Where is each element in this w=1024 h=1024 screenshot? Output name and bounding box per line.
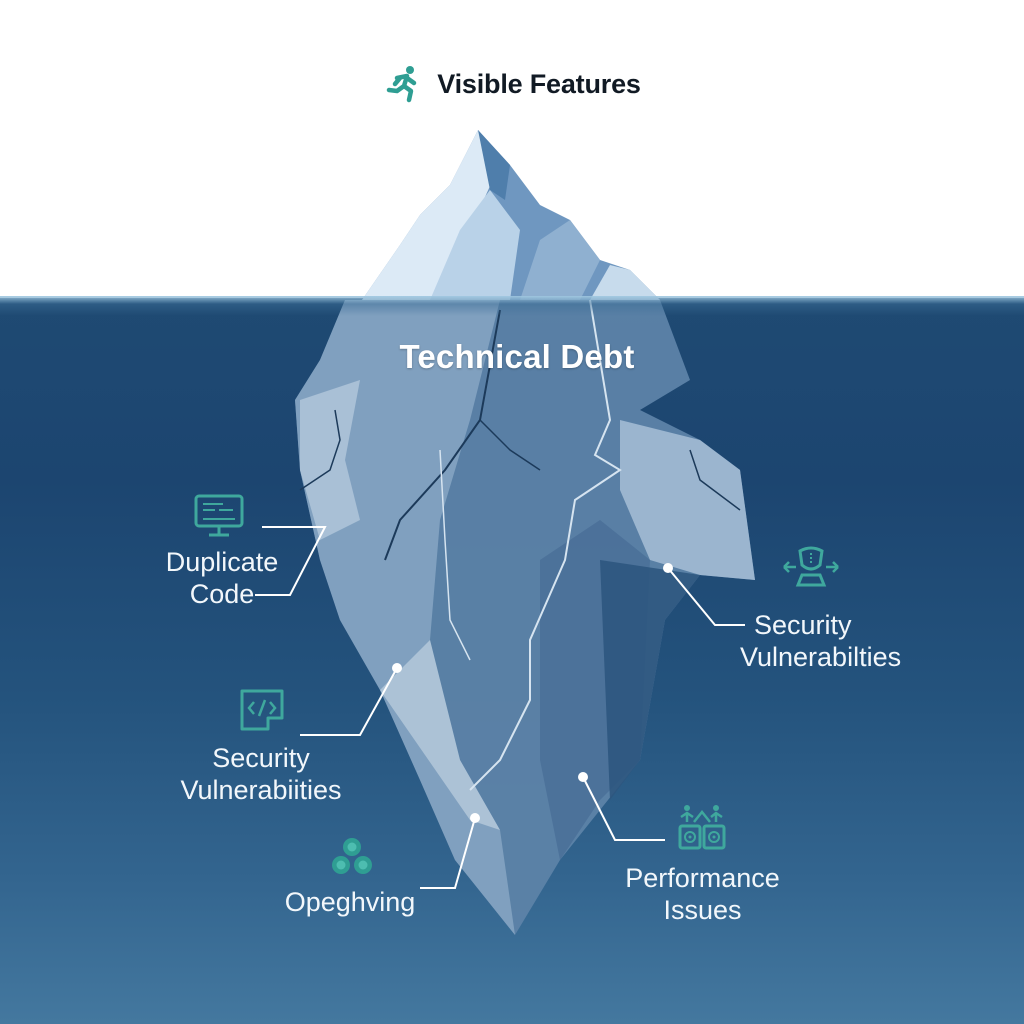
callout-leader-lines xyxy=(255,526,745,889)
callout-security-vulnerabilities-left: Security Vulnerabiities xyxy=(180,743,342,805)
monitor-code-icon xyxy=(194,494,244,537)
tri-circle-icon xyxy=(332,838,372,874)
callout-duplicate-code: Duplicate Code xyxy=(165,547,279,609)
callout-opeghving: Opeghving xyxy=(284,887,416,917)
visible-features-title: Visible Features xyxy=(437,68,641,99)
technical-debt-title: Technical Debt xyxy=(399,338,635,375)
callout-dots xyxy=(392,563,673,823)
header: Visible Features xyxy=(0,64,1024,104)
callout-security-vulnerabilities-right: Security Vulnerabilties xyxy=(740,610,902,672)
iceberg-underwater xyxy=(295,299,755,935)
waterline xyxy=(0,296,1024,316)
shield-arrows-icon xyxy=(783,546,839,587)
people-speakers-icon xyxy=(678,805,726,850)
iceberg-tip xyxy=(362,130,660,300)
running-person-icon xyxy=(387,66,417,103)
callout-performance-issues: Performance Issues xyxy=(625,863,780,925)
code-tag-icon xyxy=(240,689,284,731)
